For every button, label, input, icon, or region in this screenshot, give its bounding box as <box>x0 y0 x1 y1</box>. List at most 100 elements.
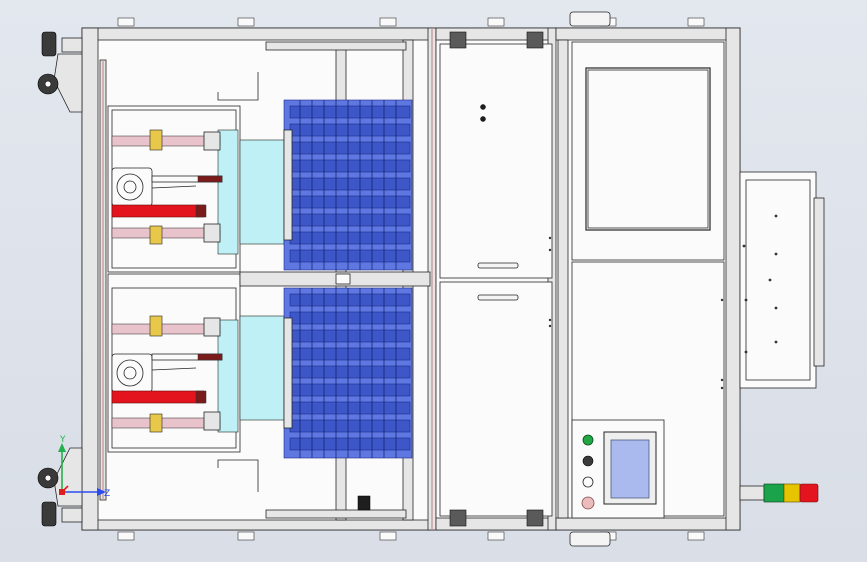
tray-row <box>289 105 411 119</box>
lower-cyan-plate-2 <box>239 315 285 421</box>
lower-actuator-module <box>107 273 285 453</box>
rail-foot <box>237 531 255 541</box>
lower-gray-block-1 <box>203 317 221 337</box>
control-cabinet-right-post <box>725 27 741 531</box>
caster-bottom-foot <box>41 501 57 527</box>
tray-row <box>289 141 411 155</box>
bottom-carry-handle[interactable] <box>569 531 611 547</box>
reset-button[interactable] <box>581 496 595 510</box>
lower-red-bar-end <box>195 390 207 404</box>
upper-gray-block-2 <box>203 223 221 243</box>
screw <box>548 318 552 322</box>
caster-top-plate <box>61 37 83 53</box>
upper-cyan-plate <box>217 129 239 255</box>
caster-bottom-axle <box>44 474 52 482</box>
control-cabinet-left-post <box>557 39 569 519</box>
control-cabinet-bottom-rail <box>555 517 741 531</box>
z-axis-label: Z <box>104 489 110 499</box>
tray-row <box>289 311 411 325</box>
door-lock-upper[interactable] <box>480 104 486 110</box>
center-transfer-bar <box>239 271 431 287</box>
left-frame-top-rail <box>81 27 435 41</box>
upper-cyan-plate-2 <box>239 139 285 245</box>
tray-row <box>289 195 411 209</box>
start-button[interactable] <box>582 434 594 446</box>
screw <box>744 350 748 354</box>
rail-foot <box>487 17 505 27</box>
upper-linkage-tip <box>197 175 223 183</box>
left-frame-bottom-rail <box>81 519 435 531</box>
monitor-screen-inner <box>587 69 709 229</box>
rail-foot <box>379 17 397 27</box>
tray-row <box>289 159 411 173</box>
signal-tower-icon <box>739 483 819 503</box>
upper-yellow-block-2 <box>149 225 163 245</box>
tower-green <box>763 483 785 503</box>
control-cabinet <box>555 27 741 531</box>
lower-linkage-tip <box>197 353 223 361</box>
bottom-sensor-block <box>357 495 371 511</box>
tray-row <box>289 213 411 227</box>
left-frame-left-post <box>81 27 99 531</box>
control-cabinet-top-rail <box>555 27 741 41</box>
emergency-stop-knob[interactable] <box>582 455 594 467</box>
side-box-rail <box>813 197 825 367</box>
tray-row <box>289 231 411 245</box>
rail-foot <box>379 531 397 541</box>
coordinate-axes-icon: Y Z <box>58 435 110 499</box>
lower-door-handle[interactable] <box>477 294 519 301</box>
lower-yellow-block-2 <box>149 413 163 433</box>
upper-yellow-block-1 <box>149 129 163 151</box>
hmi-display[interactable] <box>610 439 650 499</box>
rail-foot <box>687 17 705 27</box>
bottom-slide-rail <box>265 509 407 519</box>
screw <box>774 306 778 310</box>
z-axis-arrow <box>97 488 106 496</box>
lower-harness <box>151 367 197 371</box>
top-slide-rail <box>265 41 407 51</box>
lower-gray-block-2 <box>203 411 221 431</box>
tray-stacks <box>283 99 413 459</box>
upper-motor-hub <box>123 180 137 194</box>
caster-wheel-icon-bottom <box>37 447 83 527</box>
hinge-top-left <box>449 31 467 49</box>
lower-motor-hub <box>123 366 137 380</box>
y-axis-arrow <box>58 443 66 452</box>
panel-screws <box>548 214 778 390</box>
top-carry-handle[interactable] <box>569 11 611 27</box>
hinge-bottom-right <box>526 509 544 527</box>
tray-row <box>289 249 411 263</box>
caster-bottom-plate <box>61 507 83 523</box>
screw <box>720 386 724 390</box>
indicator-button[interactable] <box>582 476 594 488</box>
y-axis-label: Y <box>59 435 66 445</box>
tray-row <box>289 329 411 343</box>
upper-door <box>439 43 553 279</box>
hinge-bottom-left <box>449 509 467 527</box>
caster-top-bracket <box>53 53 83 113</box>
tower-red <box>799 483 819 503</box>
tray-row <box>289 419 411 433</box>
tower-mount <box>739 485 765 501</box>
screw <box>548 236 552 240</box>
screw <box>548 248 552 252</box>
middle-cabinet <box>435 11 611 547</box>
tray-row <box>289 293 411 307</box>
upper-door-handle[interactable] <box>477 262 519 269</box>
rail-foot <box>117 531 135 541</box>
screw <box>774 214 778 218</box>
screw <box>774 340 778 344</box>
upper-actuator-module <box>107 105 285 273</box>
tower-yellow <box>783 483 801 503</box>
door-lock-lower[interactable] <box>480 116 486 122</box>
tray-row <box>289 437 411 451</box>
caster-top-axle <box>44 80 52 88</box>
side-box-inner <box>745 179 811 381</box>
bottom-bracket-left <box>217 459 259 468</box>
tray-row <box>289 347 411 361</box>
upper-harness <box>151 185 197 189</box>
screw <box>742 244 746 248</box>
screw <box>548 324 552 328</box>
screw <box>744 298 748 302</box>
top-bracket-left <box>217 92 259 101</box>
